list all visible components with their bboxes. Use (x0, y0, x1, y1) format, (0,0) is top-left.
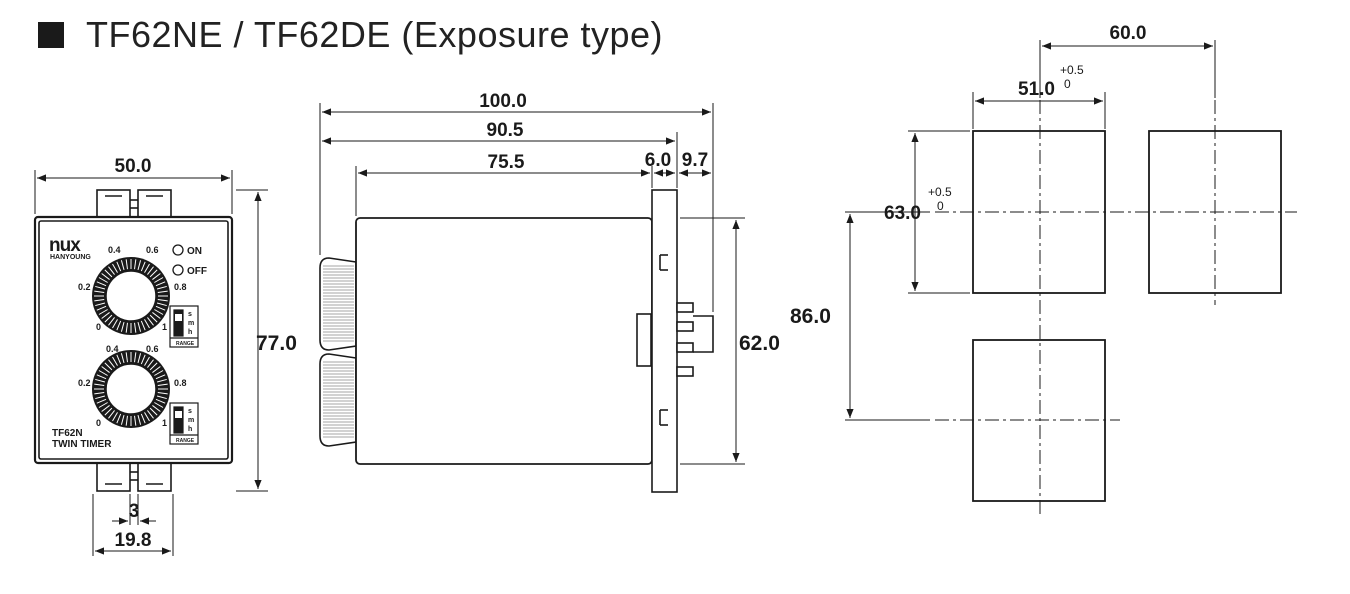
range1-m: m (188, 320, 194, 327)
dim-rail-width: 19.8 (115, 530, 152, 551)
title-text: TF62NE / TF62DE (Exposure type) (86, 14, 664, 55)
model-label: TF62N (52, 428, 83, 439)
bottom-clip-left (96, 462, 131, 492)
range2-m: m (188, 417, 194, 424)
product-name: TWIN TIMER (52, 439, 112, 450)
dim-height: 77.0 (256, 332, 297, 355)
dim-rail-gap: 3 (129, 501, 140, 522)
dial1-tick-0: 0 (96, 322, 101, 332)
dim-cut-width-tol-minus: 0 (1064, 77, 1071, 91)
dim-cut-height-tol-plus: +0.5 (928, 185, 952, 199)
dim-case-depth: 75.5 (488, 152, 525, 173)
dial2-tick-02: 0.2 (78, 378, 91, 388)
dial1-tick-04: 0.4 (108, 245, 121, 255)
dim-terminal: 9.7 (682, 150, 708, 171)
title-bullet-square (38, 22, 64, 48)
brand-sub: HANYOUNG (50, 254, 91, 261)
page-title: TF62NE / TF62DE (Exposure type) (38, 10, 663, 60)
range2-h: h (188, 426, 192, 433)
dim-cut-height-tol-minus: 0 (937, 199, 944, 213)
panel-cutout (845, 40, 1297, 515)
dim-cut-width: 51.0 (1018, 79, 1055, 100)
top-clip-left (96, 189, 131, 218)
range2-label: RANGE (176, 438, 195, 444)
on-lamp-icon (172, 244, 184, 256)
front-body-outer (33, 215, 234, 465)
front-view (33, 189, 234, 492)
dial2-tick-08: 0.8 (174, 378, 187, 388)
dim-width: 50.0 (115, 156, 152, 177)
dim-total-depth: 100.0 (479, 91, 527, 112)
front-dim-lines (34, 170, 268, 556)
range1-label: RANGE (176, 341, 195, 347)
top-clip-right (137, 189, 172, 218)
side-view (319, 189, 714, 493)
dim-pitch-y: 86.0 (790, 305, 831, 328)
dial-lower (92, 350, 170, 428)
front-body-inner (38, 220, 229, 460)
side-dim-lines (319, 103, 745, 465)
dial1-tick-02: 0.2 (78, 282, 91, 292)
off-lamp-icon (172, 264, 184, 276)
range2-s: s (188, 408, 192, 415)
dial2-tick-1: 1 (162, 418, 167, 428)
dial2-tick-06: 0.6 (146, 344, 159, 354)
dim-cut-width-tol-plus: +0.5 (1060, 63, 1084, 77)
brand-logo: nux (49, 235, 81, 256)
side-label-slot (636, 313, 652, 367)
dial2-tick-0: 0 (96, 418, 101, 428)
dim-pitch-x: 60.0 (1110, 23, 1147, 44)
range1-h: h (188, 329, 192, 336)
on-label: ON (187, 246, 202, 257)
dim-body-depth: 90.5 (487, 120, 524, 141)
side-flange (651, 189, 678, 493)
dim-flange: 6.0 (645, 150, 671, 171)
range1-s: s (188, 311, 192, 318)
dim-cut-height: 63.0 (884, 203, 921, 224)
range-switch-lower (169, 402, 199, 445)
dial2-tick-04: 0.4 (106, 344, 119, 354)
side-case (355, 217, 653, 465)
dial1-tick-06: 0.6 (146, 245, 159, 255)
dial1-tick-08: 0.8 (174, 282, 187, 292)
dim-side-height: 62.0 (739, 332, 780, 355)
bottom-clip-right (137, 462, 172, 492)
dial-upper (92, 257, 170, 335)
dial1-tick-1: 1 (162, 322, 167, 332)
off-label: OFF (187, 266, 207, 277)
range-switch-upper (169, 305, 199, 348)
